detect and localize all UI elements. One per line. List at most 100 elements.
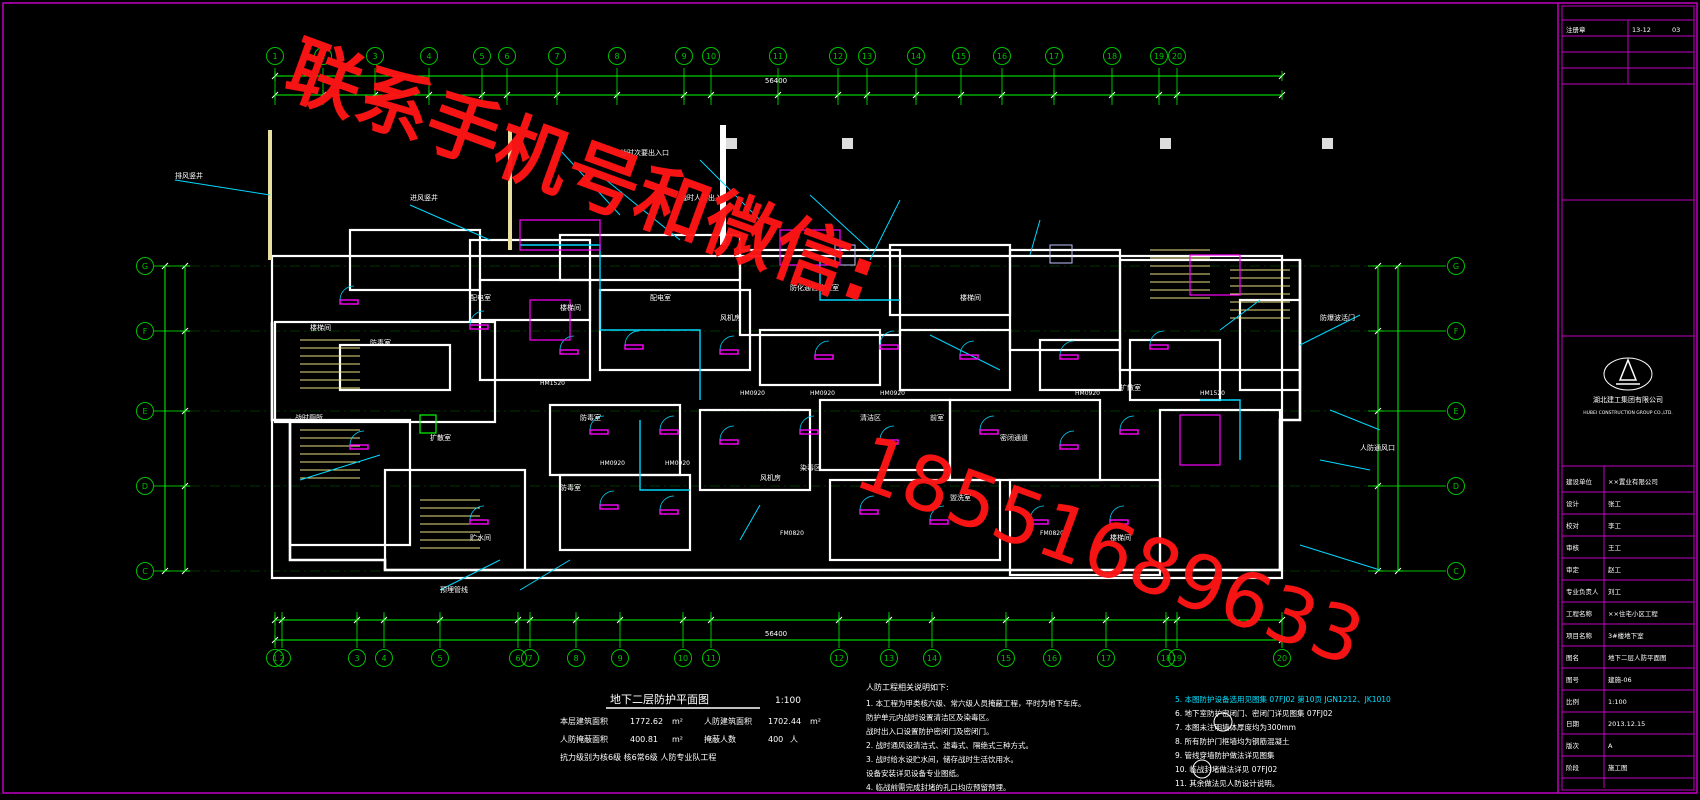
grid-label-right: F xyxy=(1454,327,1459,336)
wall-outline xyxy=(1008,248,1122,352)
note-item: 设备安装详见设备专业图纸。 xyxy=(866,768,964,778)
tb-stamp: 注册章 xyxy=(1566,25,1586,34)
wall-outline xyxy=(288,418,412,547)
duct-run xyxy=(819,255,900,301)
duct-run xyxy=(1200,399,1241,460)
grid-bubble-bottom xyxy=(611,649,629,667)
tb-label: 图号 xyxy=(1566,676,1580,684)
tb-value: ××住宅小区工程 xyxy=(1608,609,1658,618)
tb-label: 图名 xyxy=(1566,653,1579,662)
door-leaf xyxy=(599,504,619,510)
structural-column xyxy=(1322,138,1333,149)
leader-line xyxy=(699,159,761,221)
grid-bubble-left xyxy=(136,402,154,420)
leader-line xyxy=(1029,219,1041,256)
grid-label-top: 10 xyxy=(706,52,716,61)
door-leaf xyxy=(469,324,489,330)
grid-label-top: 4 xyxy=(426,52,431,61)
door-leaf xyxy=(589,429,609,435)
tb-label: 审定 xyxy=(1566,565,1580,574)
door-leaf xyxy=(1149,344,1169,350)
area-unit: m² xyxy=(672,717,683,726)
shaft-right xyxy=(720,125,726,245)
grid-label-top: 7 xyxy=(554,52,559,61)
grid-label-left: E xyxy=(142,407,147,416)
grid-bubble-top xyxy=(993,47,1011,65)
door-swing xyxy=(979,415,995,431)
door-leaf xyxy=(349,444,369,450)
grid-label-top: 9 xyxy=(681,52,686,61)
tb-value: 王工 xyxy=(1608,544,1622,552)
grid-bubble-top xyxy=(1103,47,1121,65)
vent-shaft xyxy=(419,414,437,434)
door-code-label: HM0920 xyxy=(880,390,905,397)
callout-label: 排风竖井 xyxy=(175,171,203,180)
note-item-right: 8. 所有防护门框墙均为钢筋混凝土 xyxy=(1175,736,1290,746)
grid-bubble-bottom xyxy=(521,649,539,667)
room-label: 密闭通道 xyxy=(1000,433,1028,442)
notes-block: 人防工程相关说明如下: 1. 本工程为甲类核六级、常六级人员掩蔽工程，平时为地下… xyxy=(866,682,1391,792)
drawing-title-group: 地下二层防护平面图 1:100 本层建筑面积 1772.62 m² 人防建筑面积… xyxy=(560,692,821,762)
wall-outline xyxy=(758,328,882,387)
door-code-label: HM0920 xyxy=(600,460,625,467)
grid-label-top: 6 xyxy=(504,52,509,61)
grid-bubble-left xyxy=(136,477,154,495)
wall-outline xyxy=(273,320,497,424)
grid-label-top: 20 xyxy=(1172,52,1182,61)
duct-layer xyxy=(174,149,1381,591)
grid-label-bottom: 16 xyxy=(1047,654,1057,663)
tb-value: 建施-06 xyxy=(1608,675,1632,684)
grid-label-bottom: 18 xyxy=(1161,654,1171,663)
tb-label: 阶段 xyxy=(1566,763,1580,772)
tb-label: 校对 xyxy=(1566,521,1580,530)
grid-label-bottom: 10 xyxy=(678,654,688,663)
tb-label: 设计 xyxy=(1566,499,1580,508)
door-leaf xyxy=(1059,354,1079,360)
grid-bubble-right xyxy=(1447,402,1465,420)
room-label: 楼梯间 xyxy=(1110,533,1131,542)
wall-outline xyxy=(1038,338,1122,392)
grid-bubble-top xyxy=(498,47,516,65)
grid-bubble-top xyxy=(1045,47,1063,65)
note-item: 3. 战时给水设贮水间，储存战时生活饮用水。 xyxy=(866,754,1018,764)
structural-column xyxy=(1160,138,1171,149)
grid-label-bottom: 1 xyxy=(272,654,277,663)
door-layer xyxy=(339,219,1241,525)
grid-bubble-bottom xyxy=(375,649,393,667)
door-leaf xyxy=(859,509,879,515)
note-item: 防护单元内战时设置清洁区及染毒区。 xyxy=(866,712,994,722)
grid-label-bottom: 6 xyxy=(515,654,520,663)
grid-label-bottom: 4 xyxy=(381,654,386,663)
grid-label-top: 5 xyxy=(479,52,484,61)
door-swing xyxy=(559,335,575,351)
grid-bubble-left xyxy=(136,322,154,340)
wall-outline xyxy=(348,228,482,292)
tb-value: 2013.12.15 xyxy=(1608,720,1645,728)
note-item-right: 5. 本图防护设备选用见图集 07FJ02 第10页 JGN1212、JK101… xyxy=(1175,694,1391,704)
door-swing xyxy=(879,330,895,346)
grid-label-right: D xyxy=(1453,482,1459,491)
grid-bubble-top xyxy=(548,47,566,65)
door-leaf xyxy=(719,349,739,355)
wall-outline xyxy=(338,343,452,392)
grid-bubble-bottom xyxy=(266,649,284,667)
door-code-label: HM1520 xyxy=(1200,390,1225,397)
grid-bubble-bottom xyxy=(923,649,941,667)
note-item-right: 10. 临战封堵做法详见 07FJ02 xyxy=(1175,764,1278,774)
door-leaf xyxy=(814,354,834,360)
grid-bubble-bottom xyxy=(1157,649,1175,667)
structural-column xyxy=(842,138,853,149)
grid-bubble-top xyxy=(473,47,491,65)
tb-label: 工程名称 xyxy=(1566,609,1593,618)
door-leaf xyxy=(1109,519,1129,525)
grid-label-bottom: 11 xyxy=(706,654,716,663)
grid-bubble-bottom xyxy=(273,649,291,667)
watermark-line2: 18551689633 xyxy=(845,418,1375,684)
grid-label-bottom: 8 xyxy=(573,654,578,663)
room-label: 贮水间 xyxy=(470,533,491,542)
grid-label-top: 12 xyxy=(833,52,843,61)
room-label: 防毒室 xyxy=(580,413,601,422)
leader-line xyxy=(174,179,271,196)
